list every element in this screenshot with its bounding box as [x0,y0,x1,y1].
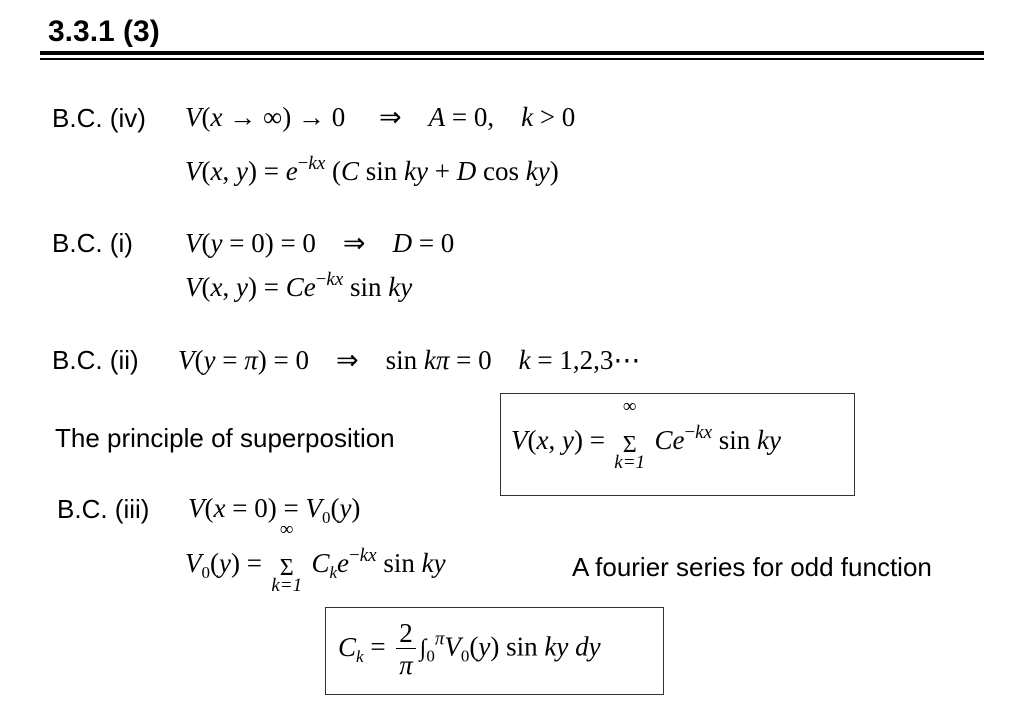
bc-iv-label: B.C. (iv) [52,103,146,133]
title-rule-thin [40,58,984,60]
bc-ii-equation: V(y = π) = 0 ⇒ sin kπ = 0 k = 1,2,3⋯ [178,345,641,375]
superposition-text: The principle of superposition [55,423,395,453]
bc-i-equation-2: V(x, y) = Ce−kx sin ky [185,269,413,302]
bc-ii-label: B.C. (ii) [52,345,139,375]
bc-iii-equation-1: V(x = 0) = V0(y) [188,493,361,527]
title-rule-thick [40,51,984,55]
bc-iv-equation-1: V(x → ∞) → 0 ⇒ A = 0, k > 0 [185,102,576,132]
slide-title: 3.3.1 (3) [48,15,160,48]
bc-iv-equation-2: V(x, y) = e−kx (C sin ky + D cos ky) [185,153,559,186]
bc-i-label: B.C. (i) [52,228,133,258]
bc-i-equation-1: V(y = 0) = 0 ⇒ D = 0 [185,228,455,258]
odd-function-note: A fourier series for odd function [572,552,932,582]
bc-iii-label: B.C. (iii) [57,494,150,524]
